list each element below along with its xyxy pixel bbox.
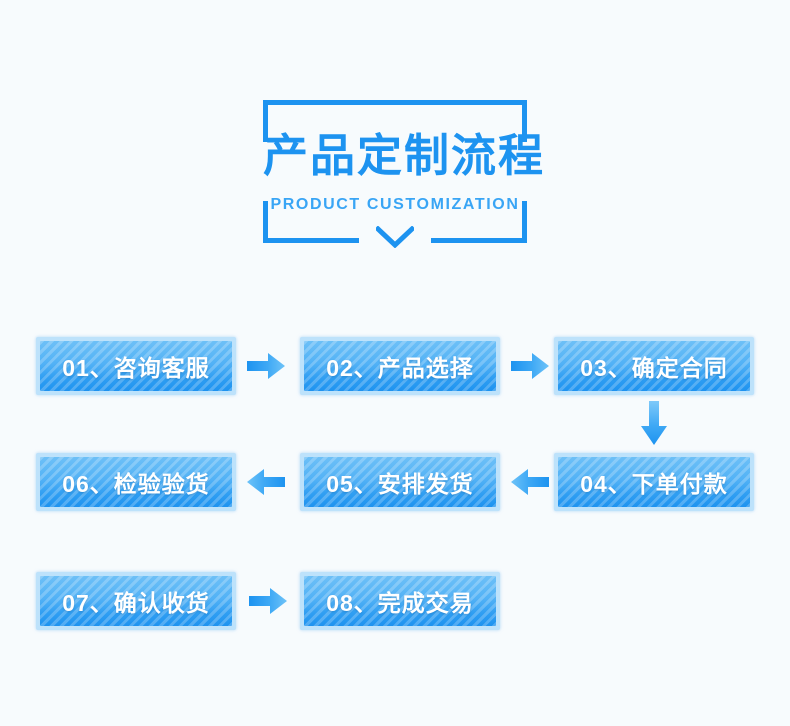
step-label-06: 06、检验验货 [40, 457, 232, 507]
arrow-right-icon [249, 588, 287, 614]
arrow-right-icon [247, 353, 285, 379]
step-box-02[interactable]: 02、产品选择 [300, 337, 500, 395]
step-label-02: 02、产品选择 [304, 341, 496, 391]
step-label-01: 01、咨询客服 [40, 341, 232, 391]
step-label-05: 05、安排发货 [304, 457, 496, 507]
step-box-05[interactable]: 05、安排发货 [300, 453, 500, 511]
step-label-04: 04、下单付款 [558, 457, 750, 507]
title-frame-left-top-line [263, 100, 268, 142]
page-title-block: 产品定制流程 PRODUCT CUSTOMIZATION [263, 100, 546, 248]
step-box-07[interactable]: 07、确认收货 [36, 572, 236, 630]
title-frame-left-bottom-line [263, 201, 268, 243]
page-title: 产品定制流程 [263, 130, 546, 181]
page-subtitle: PRODUCT CUSTOMIZATION [270, 196, 520, 213]
arrow-down-icon [641, 401, 667, 445]
arrow-left-icon [247, 469, 285, 495]
step-box-06[interactable]: 06、检验验货 [36, 453, 236, 511]
step-box-08[interactable]: 08、完成交易 [300, 572, 500, 630]
step-box-04[interactable]: 04、下单付款 [554, 453, 754, 511]
title-frame-right-top-line [522, 100, 527, 142]
title-frame-top-line [263, 100, 527, 105]
step-label-03: 03、确定合同 [558, 341, 750, 391]
step-box-03[interactable]: 03、确定合同 [554, 337, 754, 395]
title-frame-bottom-right-line [431, 238, 527, 243]
chevron-down-icon [376, 226, 414, 248]
step-box-01[interactable]: 01、咨询客服 [36, 337, 236, 395]
title-frame-bottom-left-line [263, 238, 359, 243]
step-label-07: 07、确认收货 [40, 576, 232, 626]
arrow-left-icon [511, 469, 549, 495]
step-label-08: 08、完成交易 [304, 576, 496, 626]
title-frame-right-bottom-line [522, 201, 527, 243]
arrow-right-icon [511, 353, 549, 379]
